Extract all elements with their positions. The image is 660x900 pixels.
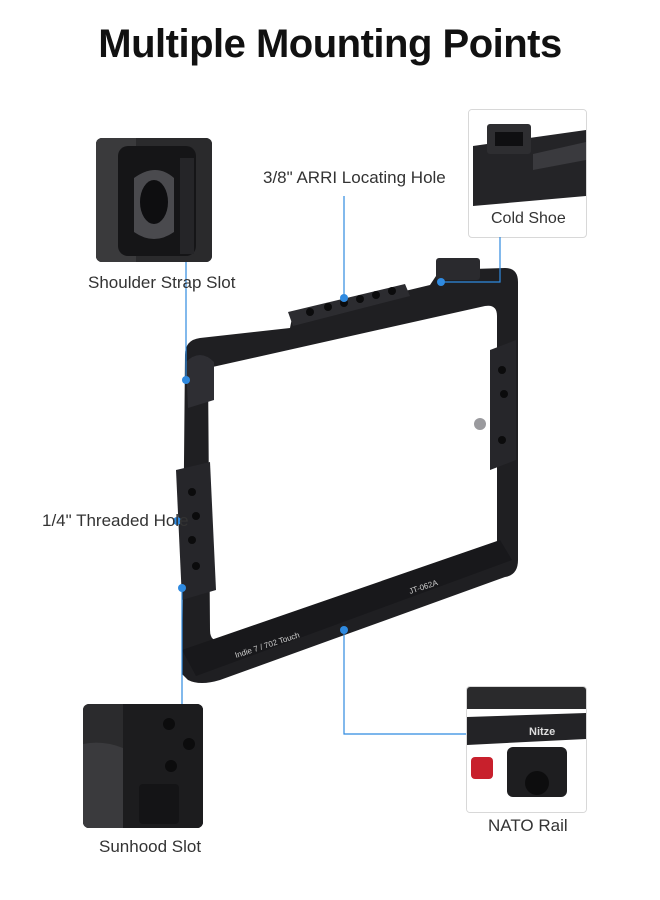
strap-slot — [186, 355, 214, 408]
right-plate-holes — [498, 366, 508, 444]
right-thumb-screw — [474, 418, 486, 430]
nato-rail-label: NATO Rail — [488, 816, 568, 835]
shoulder-strap-image — [96, 138, 212, 262]
cold-shoe — [436, 258, 480, 280]
cold-shoe-image — [469, 110, 586, 210]
threaded-hole-label: 1/4" Threaded Hole — [42, 511, 189, 530]
left-plate-holes — [188, 488, 200, 570]
shoulder-strap-label: Shoulder Strap Slot — [88, 273, 236, 292]
left-side-plate — [176, 462, 216, 600]
callout-dots — [173, 278, 445, 634]
sunhood-slot-label: Sunhood Slot — [99, 837, 202, 856]
nato-rail-image: Nitze — [467, 687, 586, 812]
page-title: Multiple Mounting Points — [98, 22, 562, 66]
cold-shoe-thumbnail: Cold Shoe — [468, 109, 587, 238]
sunhood-slot-thumbnail — [83, 704, 203, 828]
right-side-plate — [490, 340, 516, 470]
shoulder-strap-thumbnail — [96, 138, 212, 262]
cold-shoe-label: Cold Shoe — [491, 210, 566, 227]
arri-hole-label: 3/8" ARRI Locating Hole — [263, 168, 446, 187]
sunhood-slot-image — [83, 704, 203, 828]
brand-mark: Nitze — [529, 726, 555, 738]
bottom-bar — [182, 540, 512, 676]
callout-lines — [181, 196, 501, 735]
cage-opening — [208, 305, 497, 641]
nato-rail-thumbnail: Nitze — [466, 686, 587, 813]
